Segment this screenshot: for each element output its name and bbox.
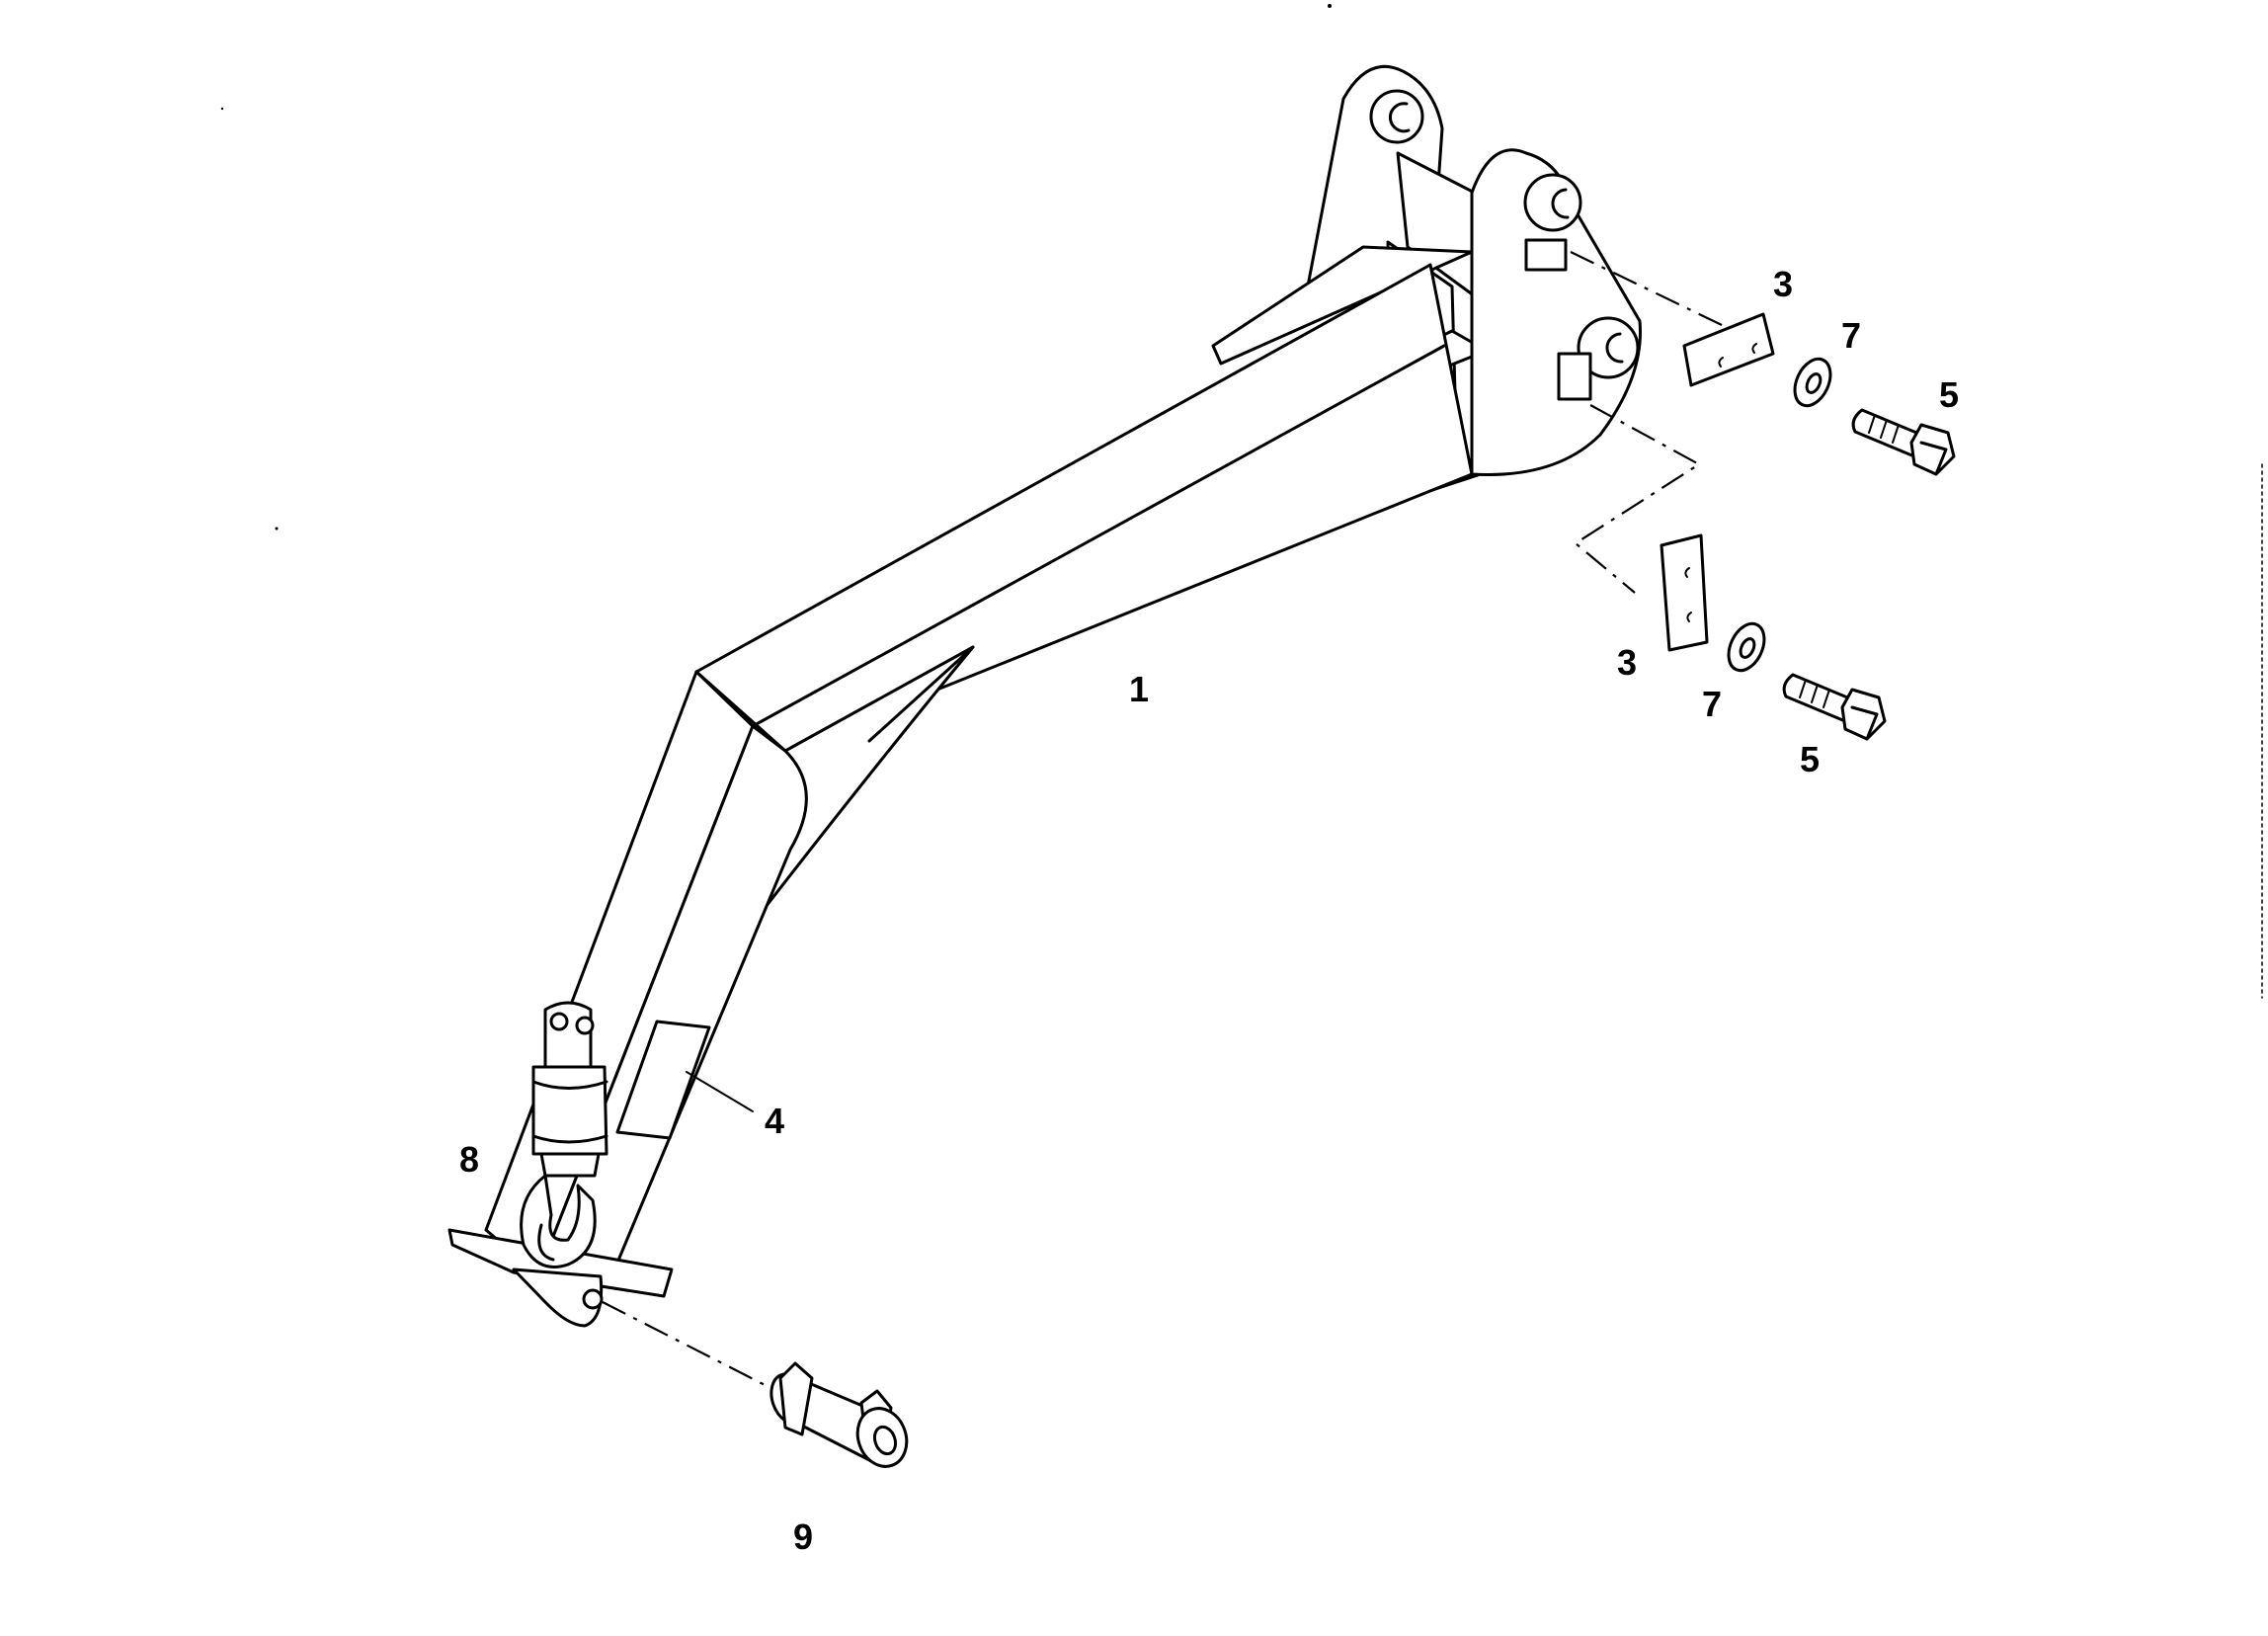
bolt-upper xyxy=(1851,408,1956,476)
boom-front-plate xyxy=(1470,148,1642,476)
hook-block xyxy=(520,1001,608,1268)
callout-washer-upper: 7 xyxy=(1841,315,1861,356)
boom-lower-pin-clip xyxy=(1605,332,1624,364)
boom-hook-bracket xyxy=(512,1268,604,1328)
hook-pin xyxy=(770,1361,909,1468)
callout-bolt-lower: 5 xyxy=(1800,739,1820,779)
washer-upper xyxy=(1793,357,1832,408)
centerline-lower-plate xyxy=(1574,404,1702,594)
centerline-pin xyxy=(602,1301,781,1394)
boom-hook-hole xyxy=(582,1288,604,1310)
callout-bolt-upper: 5 xyxy=(1939,374,1959,415)
centerline-upper-plate xyxy=(1570,251,1725,327)
callout-plate-lower: 3 xyxy=(1617,642,1637,683)
boom-rear-pin-clip xyxy=(1388,102,1411,133)
boom-lower-keeper-slot xyxy=(1557,352,1592,401)
boom-top-edge xyxy=(751,344,1446,728)
callout-boom: 1 xyxy=(1129,669,1149,709)
scan-speck xyxy=(220,107,224,111)
callout-pin: 9 xyxy=(793,1516,813,1557)
bolt-lower xyxy=(1782,673,1887,741)
decal-plate xyxy=(615,1020,711,1140)
keeper-plate-upper xyxy=(1682,312,1775,387)
leader-decal xyxy=(686,1071,754,1112)
keeper-plate-lower xyxy=(1660,533,1709,652)
boom-upper-pin-clip xyxy=(1551,188,1570,219)
scan-speck xyxy=(1328,4,1332,8)
callout-plate-upper: 3 xyxy=(1773,264,1793,304)
scan-speck xyxy=(275,527,279,531)
callout-hook: 8 xyxy=(459,1139,479,1180)
boom-gusset-edge xyxy=(867,645,975,743)
boom-upper-section xyxy=(694,263,1474,753)
boom-upper-keeper-slot xyxy=(1524,238,1568,272)
boom-rear-pin-boss xyxy=(1369,89,1424,144)
washer-lower xyxy=(1727,621,1766,673)
callout-decal: 4 xyxy=(765,1101,784,1141)
boom-arm xyxy=(447,64,1642,1328)
callout-washer-lower: 7 xyxy=(1702,684,1722,724)
